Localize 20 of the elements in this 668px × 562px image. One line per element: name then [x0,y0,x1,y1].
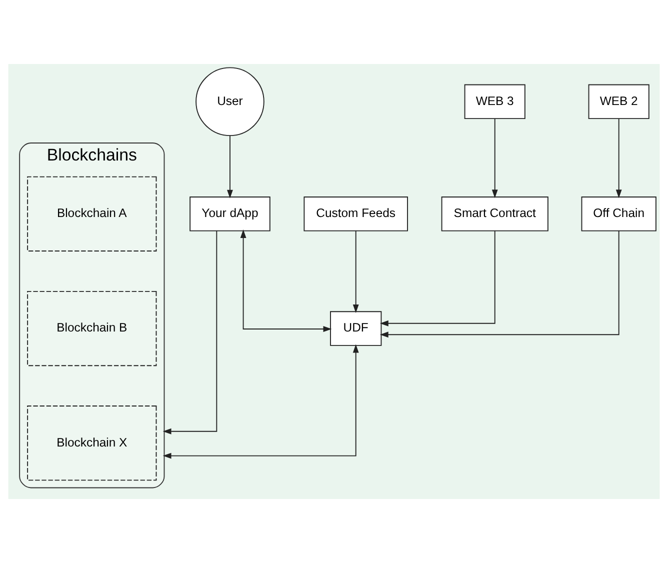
arrow [616,118,622,198]
node-box: WEB 3 [464,84,526,118]
node-box: Blockchain A [27,176,157,251]
arrow [240,228,332,332]
arrow [380,230,496,326]
arrow [492,118,498,198]
node-box: Custom Feeds [304,196,408,231]
arrow [352,230,359,312]
arrow [380,230,620,338]
arrow [162,230,218,434]
node-circle: User [196,66,264,136]
node-box: Blockchain B [27,290,157,366]
node-box: Your dApp [190,196,270,231]
arrow [162,344,359,458]
node-box: Blockchain X [27,405,157,480]
node-box: WEB 2 [588,84,650,118]
node-box: Smart Contract [441,196,548,231]
arrow [227,134,233,198]
node-box: UDF [330,310,382,346]
node-box: Off Chain [581,196,656,231]
